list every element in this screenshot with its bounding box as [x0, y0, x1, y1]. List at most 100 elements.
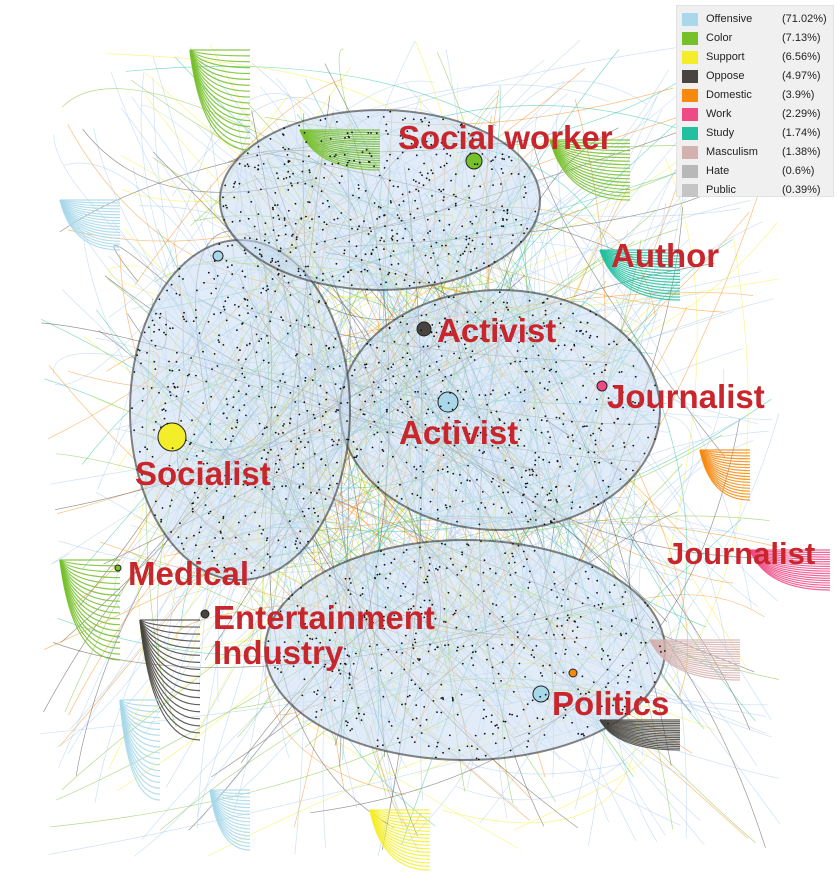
- node-dot: [146, 352, 148, 354]
- node-dot: [267, 288, 269, 291]
- node-dot: [533, 407, 535, 410]
- node-dot: [460, 337, 463, 339]
- node-dot: [547, 431, 549, 433]
- node-dot: [250, 200, 253, 203]
- node-dot: [470, 657, 473, 659]
- node-dot: [428, 563, 431, 565]
- edge: [133, 461, 356, 857]
- node-dot: [586, 425, 588, 427]
- node-dot: [438, 566, 441, 568]
- node-dot: [436, 745, 438, 748]
- node-dot: [131, 407, 133, 410]
- node-dot: [180, 476, 183, 479]
- node-dot: [409, 358, 411, 361]
- node-dot: [504, 720, 507, 723]
- node-dot: [540, 431, 543, 434]
- node-dot: [343, 252, 346, 255]
- node-dot: [372, 381, 375, 383]
- node-dot: [329, 686, 332, 689]
- node-dot: [295, 354, 297, 357]
- node-dot: [367, 115, 370, 118]
- node-dot: [267, 451, 269, 454]
- node-dot: [456, 649, 458, 652]
- node-dot: [279, 250, 282, 252]
- node-dot: [625, 468, 627, 471]
- node-dot: [523, 445, 526, 447]
- node-dot: [324, 410, 327, 413]
- node-dot: [239, 349, 241, 351]
- node-dot: [253, 569, 256, 572]
- node-dot: [520, 429, 522, 432]
- node-dot: [325, 344, 328, 347]
- node-dot: [329, 155, 331, 158]
- node-dot: [335, 409, 338, 411]
- node-dot: [378, 573, 381, 576]
- node-dot: [340, 402, 342, 405]
- node-dot: [577, 732, 580, 735]
- node-dot: [489, 236, 492, 239]
- node-dot: [456, 713, 459, 716]
- node-dot: [328, 575, 331, 577]
- node-dot: [623, 442, 625, 444]
- node-dot: [632, 469, 634, 472]
- node-dot: [335, 154, 337, 156]
- node-dot: [627, 676, 630, 678]
- node-dot: [383, 350, 385, 352]
- node-dot: [449, 505, 451, 508]
- node-dot: [367, 132, 370, 134]
- node-dot: [279, 247, 282, 250]
- node-dot: [400, 642, 403, 645]
- node-dot: [534, 451, 537, 454]
- node-dot: [334, 337, 337, 340]
- node-dot: [652, 409, 655, 412]
- node-dot: [325, 398, 328, 401]
- node-dot: [626, 681, 629, 683]
- legend-swatch: [682, 127, 698, 140]
- node-dot: [216, 563, 219, 566]
- node-dot: [404, 117, 406, 120]
- node-dot: [261, 488, 263, 491]
- node-dot: [535, 645, 538, 647]
- node-dot: [203, 281, 205, 284]
- node-dot: [425, 578, 427, 581]
- node-dot: [410, 239, 413, 241]
- node-dot: [315, 276, 318, 279]
- node-dot: [521, 501, 523, 504]
- node-dot: [584, 646, 587, 649]
- node-dot: [301, 510, 304, 513]
- node-dot: [523, 175, 526, 178]
- node-dot: [390, 237, 393, 240]
- node-dot: [460, 569, 463, 572]
- node-dot: [454, 202, 457, 205]
- node-dot: [445, 162, 448, 165]
- node-dot: [363, 614, 366, 617]
- node-dot: [200, 526, 202, 529]
- node-dot: [222, 517, 225, 520]
- fan-edge: [189, 49, 251, 69]
- node-dot: [482, 699, 485, 702]
- node-dot: [284, 224, 287, 227]
- node-dot: [421, 120, 424, 123]
- node-dot: [435, 153, 438, 156]
- legend-item-hate: Hate (0.6%): [677, 162, 833, 181]
- node-dot: [506, 209, 509, 212]
- node-dot: [262, 163, 265, 165]
- node-dot: [431, 488, 434, 491]
- node-dot: [343, 153, 346, 156]
- node-dot: [296, 605, 299, 607]
- node-dot: [376, 218, 378, 220]
- node-dot: [432, 700, 435, 702]
- node-dot: [474, 311, 477, 314]
- node-dot: [424, 423, 427, 426]
- node-dot: [492, 159, 494, 162]
- node-dot: [467, 243, 470, 246]
- node-dot: [426, 218, 429, 221]
- node-dot: [348, 672, 351, 675]
- node-dot: [296, 182, 299, 184]
- node-dot: [345, 720, 347, 722]
- node-dot: [283, 127, 285, 130]
- node-dot: [166, 289, 169, 292]
- node-dot: [481, 452, 484, 454]
- node-dot: [653, 672, 656, 675]
- node-dot: [371, 446, 374, 449]
